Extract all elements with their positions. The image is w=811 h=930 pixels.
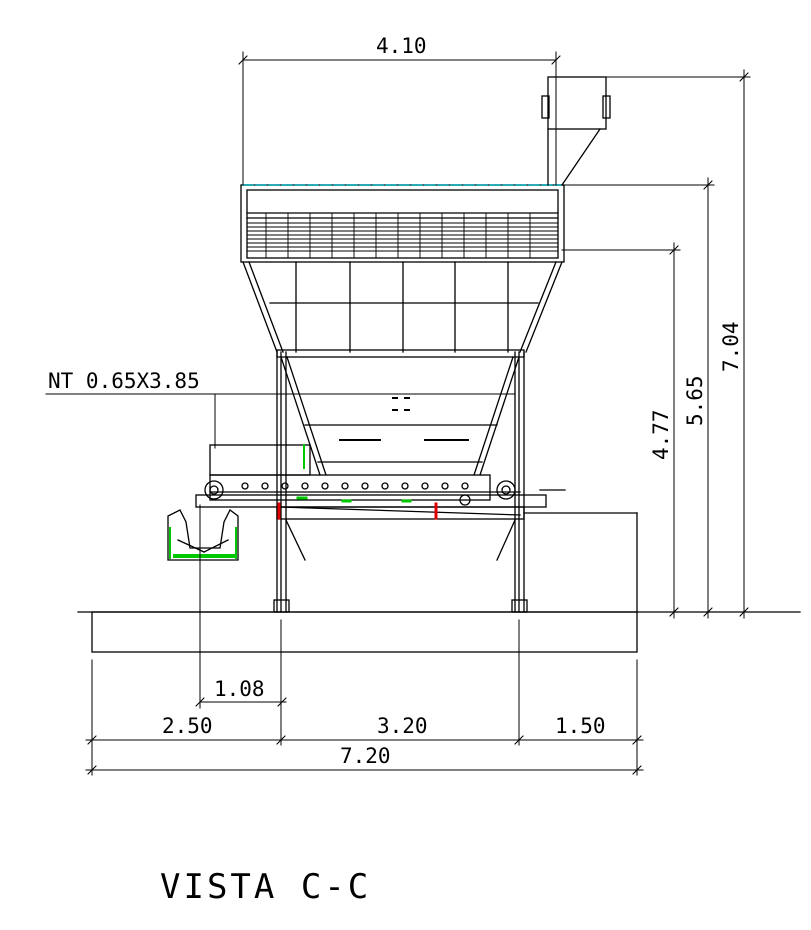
support-columns <box>273 351 528 613</box>
dim-span-left: 2.50 <box>162 714 213 738</box>
dim-span-right: 1.50 <box>555 714 606 738</box>
belt-feeder <box>195 444 566 516</box>
hopper-markers <box>392 397 410 411</box>
foundation-slab <box>91 611 638 653</box>
hopper-top-box <box>240 184 565 263</box>
feed-chute <box>541 76 611 186</box>
dim-offset-conveyor: 1.08 <box>214 677 265 701</box>
accent-marks <box>277 444 438 520</box>
hopper-grille <box>246 212 559 259</box>
dim-height-total: 7.04 <box>719 321 743 372</box>
view-title: VISTA C-C <box>160 867 371 907</box>
dim-span-center: 3.20 <box>377 714 428 738</box>
dim-height-hopper-top: 5.65 <box>683 375 707 426</box>
dim-callout-label: NT 0.65X3.85 <box>48 369 200 393</box>
inner-funnel <box>280 356 520 476</box>
dim-top-width: 4.10 <box>376 34 427 58</box>
hopper-body <box>242 261 563 358</box>
feeder-support-frame <box>276 506 638 613</box>
dim-span-total: 7.20 <box>340 744 391 768</box>
dimension-lines <box>45 51 751 776</box>
troughing-idler <box>167 509 239 561</box>
dim-height-hopper-grid: 4.77 <box>649 409 673 460</box>
